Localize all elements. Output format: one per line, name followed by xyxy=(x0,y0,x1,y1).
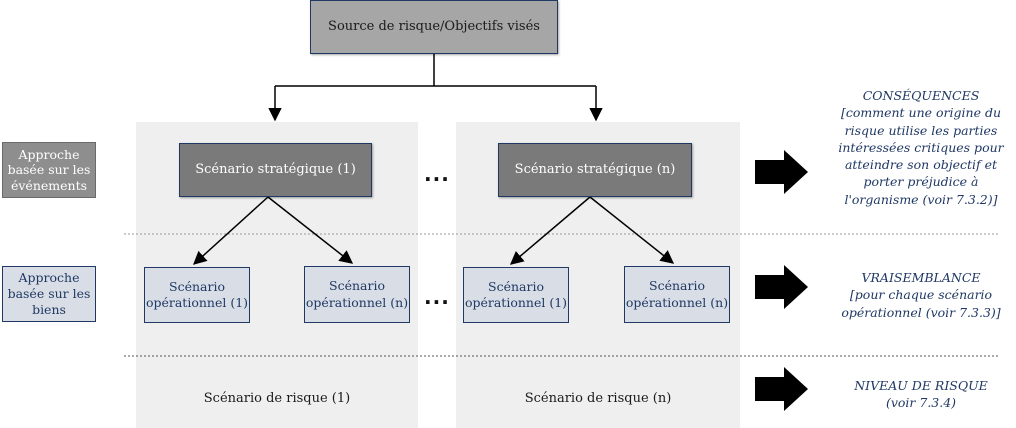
operational-scenario-n-1-box: Scénario opérationnel (1) xyxy=(463,267,569,323)
risk-level-title: NIVEAU DE RISQUE xyxy=(854,378,988,393)
assets-approach-text: Approche basée sur les biens xyxy=(7,269,91,318)
risk-level-arrow-icon xyxy=(755,367,808,411)
operational-scenario-n-n-box: Scénario opérationnel (n) xyxy=(624,266,730,323)
operational-scenario-1-n-box: Scénario opérationnel (n) xyxy=(304,266,410,323)
operational-scenario-n-n-label: Scénario opérationnel (n) xyxy=(625,278,729,310)
arrow-strategic-1-to-op-1 xyxy=(192,196,269,265)
risk-level-text: NIVEAU DE RISQUE (voir 7.3.4) xyxy=(826,377,1016,412)
likelihood-title: VRAISEMBLANCE xyxy=(861,270,981,285)
ellipsis-strategic: ... xyxy=(424,162,450,186)
operational-scenario-n-1-label: Scénario opérationnel (1) xyxy=(464,278,568,310)
events-approach-text: Approche basée sur les événements xyxy=(7,146,91,193)
strategic-scenario-1-box: Scénario stratégique (1) xyxy=(179,143,372,197)
consequences-detail: [comment une origine du risque utilise l… xyxy=(838,105,1004,207)
likelihood-text: VRAISEMBLANCE [pour chaque scénario opér… xyxy=(826,269,1016,321)
risk-level-detail: (voir 7.3.4) xyxy=(885,395,957,411)
assets-approach-label: Approche basée sur les biens xyxy=(2,266,96,322)
source-risk-label: Source de risque/Objectifs visés xyxy=(328,18,540,34)
operational-scenario-1-1-box: Scénario opérationnel (1) xyxy=(144,267,250,323)
strategic-scenario-n-label: Scénario stratégique (n) xyxy=(514,161,676,177)
likelihood-arrow-icon xyxy=(755,265,808,309)
operational-scenario-1-n-label: Scénario opérationnel (n) xyxy=(305,278,409,310)
operational-scenario-1-1-label: Scénario opérationnel (1) xyxy=(145,278,249,310)
source-risk-box: Source de risque/Objectifs visés xyxy=(310,0,558,54)
likelihood-detail: [pour chaque scénario opérationnel (voir… xyxy=(841,287,1001,320)
consequences-text: CONSÉQUENCES [comment une origine du ris… xyxy=(826,87,1016,208)
arrow-strategic-n-to-op-n xyxy=(589,196,675,264)
risk-scenario-1-label: Scénario de risque (1) xyxy=(203,391,351,406)
strategic-scenario-n-box: Scénario stratégique (n) xyxy=(498,143,692,197)
ellipsis-operational: ... xyxy=(424,285,450,309)
risk-scenario-n-label: Scénario de risque (n) xyxy=(524,391,672,406)
consequences-title: CONSÉQUENCES xyxy=(862,88,980,103)
strategic-scenario-1-label: Scénario stratégique (1) xyxy=(195,161,356,177)
arrow-strategic-n-to-op-1 xyxy=(509,196,591,265)
consequences-arrow-icon xyxy=(755,150,808,194)
arrow-strategic-1-to-op-n xyxy=(267,196,354,264)
events-approach-label: Approche basée sur les événements xyxy=(2,142,96,198)
